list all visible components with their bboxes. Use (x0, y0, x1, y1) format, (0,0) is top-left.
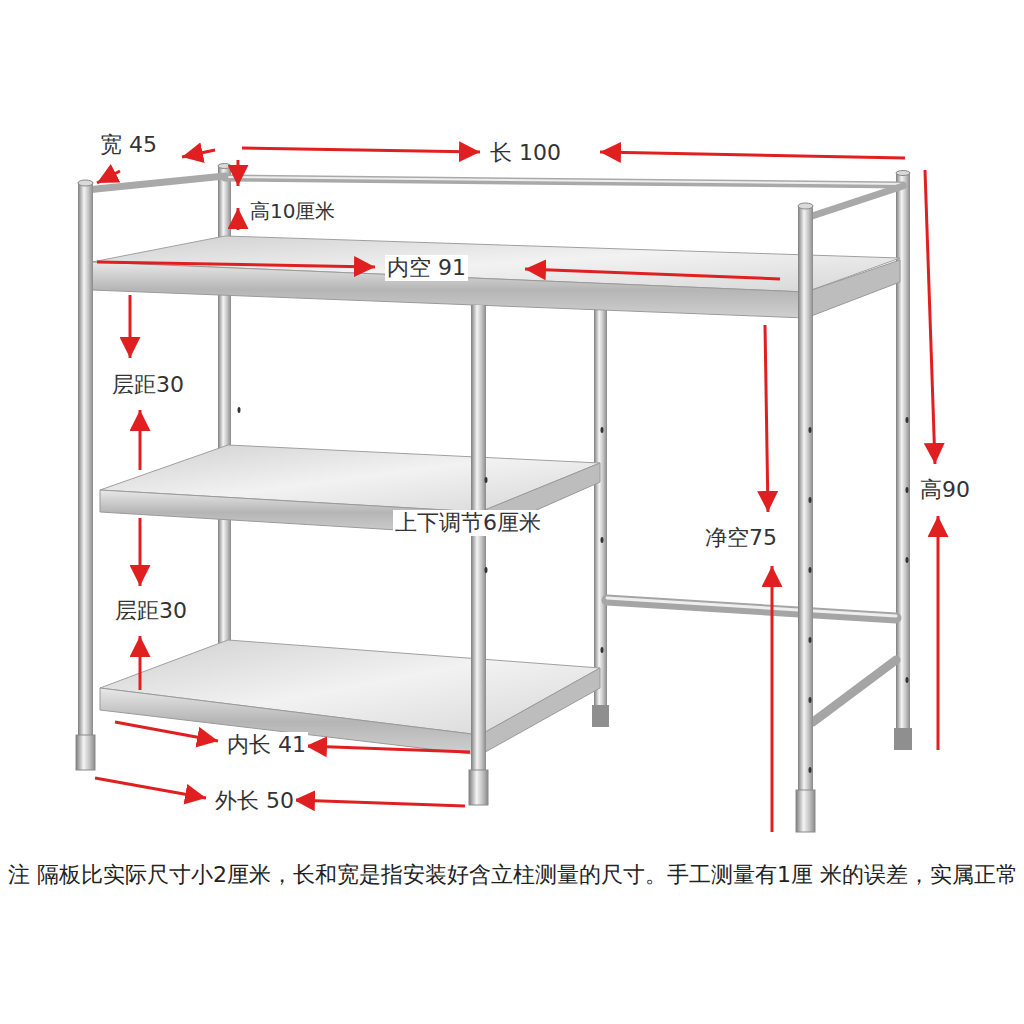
dimension-arrow (294, 800, 465, 806)
bottom-shelf (100, 640, 600, 755)
dimension-arrow (182, 150, 215, 157)
dimension-arrow (115, 722, 218, 741)
bar (607, 600, 896, 618)
shelf-side (480, 668, 600, 755)
dimension-label: 外长 50 (213, 788, 296, 814)
dimension-arrow (139, 636, 142, 690)
rail (806, 186, 903, 218)
dimension-label: 高90 (918, 477, 972, 503)
cap (78, 180, 93, 186)
post-foot (592, 705, 609, 727)
post (798, 205, 813, 793)
dimension-label: 净空75 (703, 525, 779, 551)
guard-rails (86, 176, 903, 218)
post (896, 172, 910, 732)
dimension-arrow (306, 746, 470, 752)
post (471, 305, 486, 773)
dimension-label: 内空 91 (385, 255, 468, 281)
dimension-label: 长 100 (488, 140, 563, 166)
adjust-note: 上下调节6厘米 (393, 510, 543, 536)
dimension-arrow (97, 262, 375, 267)
dimension-arrow (139, 410, 142, 470)
dimension-arrow (765, 325, 768, 512)
front-posts (76, 182, 815, 832)
cross-bars (607, 598, 896, 722)
dimension-arrow (139, 518, 142, 586)
post (594, 300, 607, 710)
rail-highlight (225, 177, 903, 184)
dimension-arrow (129, 295, 132, 358)
dimension-arrow (242, 148, 480, 152)
post (78, 182, 93, 738)
post-foot (894, 728, 912, 750)
dimension-arrow (95, 778, 206, 798)
hole (809, 697, 812, 703)
cap (798, 203, 813, 209)
dimension-label: 层距30 (113, 598, 189, 624)
post-foot (76, 735, 95, 770)
bar (813, 660, 896, 722)
dimension-arrow (525, 269, 780, 279)
dimension-arrow (925, 170, 935, 464)
dimension-label: 内长 41 (225, 732, 308, 758)
bar-highlight (607, 598, 896, 616)
hole (906, 487, 909, 493)
hole (238, 407, 241, 413)
shelf-side (806, 260, 900, 318)
dimension-label: 层距30 (110, 372, 186, 398)
hole (809, 497, 812, 503)
hole (601, 537, 604, 543)
dimension-arrow (600, 152, 905, 158)
dimension-arrow (771, 566, 774, 832)
dimension-label: 高10厘米 (248, 198, 337, 224)
hole (906, 557, 909, 563)
note-text: 注 隔板比实际尺寸小2厘米，长和宽是指安装好含立柱测量的尺寸。手工测量有1厘 米… (6, 858, 1020, 892)
cap (218, 164, 231, 169)
dimension-arrows (95, 148, 938, 832)
hole (809, 567, 812, 573)
dimension-arrow (937, 516, 940, 750)
hole (809, 427, 812, 433)
hole (906, 677, 909, 683)
dimension-label: 宽 45 (98, 132, 159, 158)
rail (225, 178, 903, 185)
hole (809, 767, 812, 773)
cap (896, 171, 910, 176)
post-foot (469, 770, 488, 805)
dimension-arrow (97, 171, 120, 183)
dimension-arrow (237, 160, 240, 186)
top-shelf (92, 236, 900, 318)
middle-shelf (100, 445, 600, 535)
hole (485, 567, 488, 573)
hole (809, 637, 812, 643)
hole (485, 477, 488, 483)
post-caps (78, 164, 910, 210)
adjust-holes (238, 407, 909, 773)
post-foot (796, 790, 815, 832)
hole (601, 647, 604, 653)
dimension-arrow (237, 208, 240, 230)
hole (601, 427, 604, 433)
hole (906, 417, 909, 423)
